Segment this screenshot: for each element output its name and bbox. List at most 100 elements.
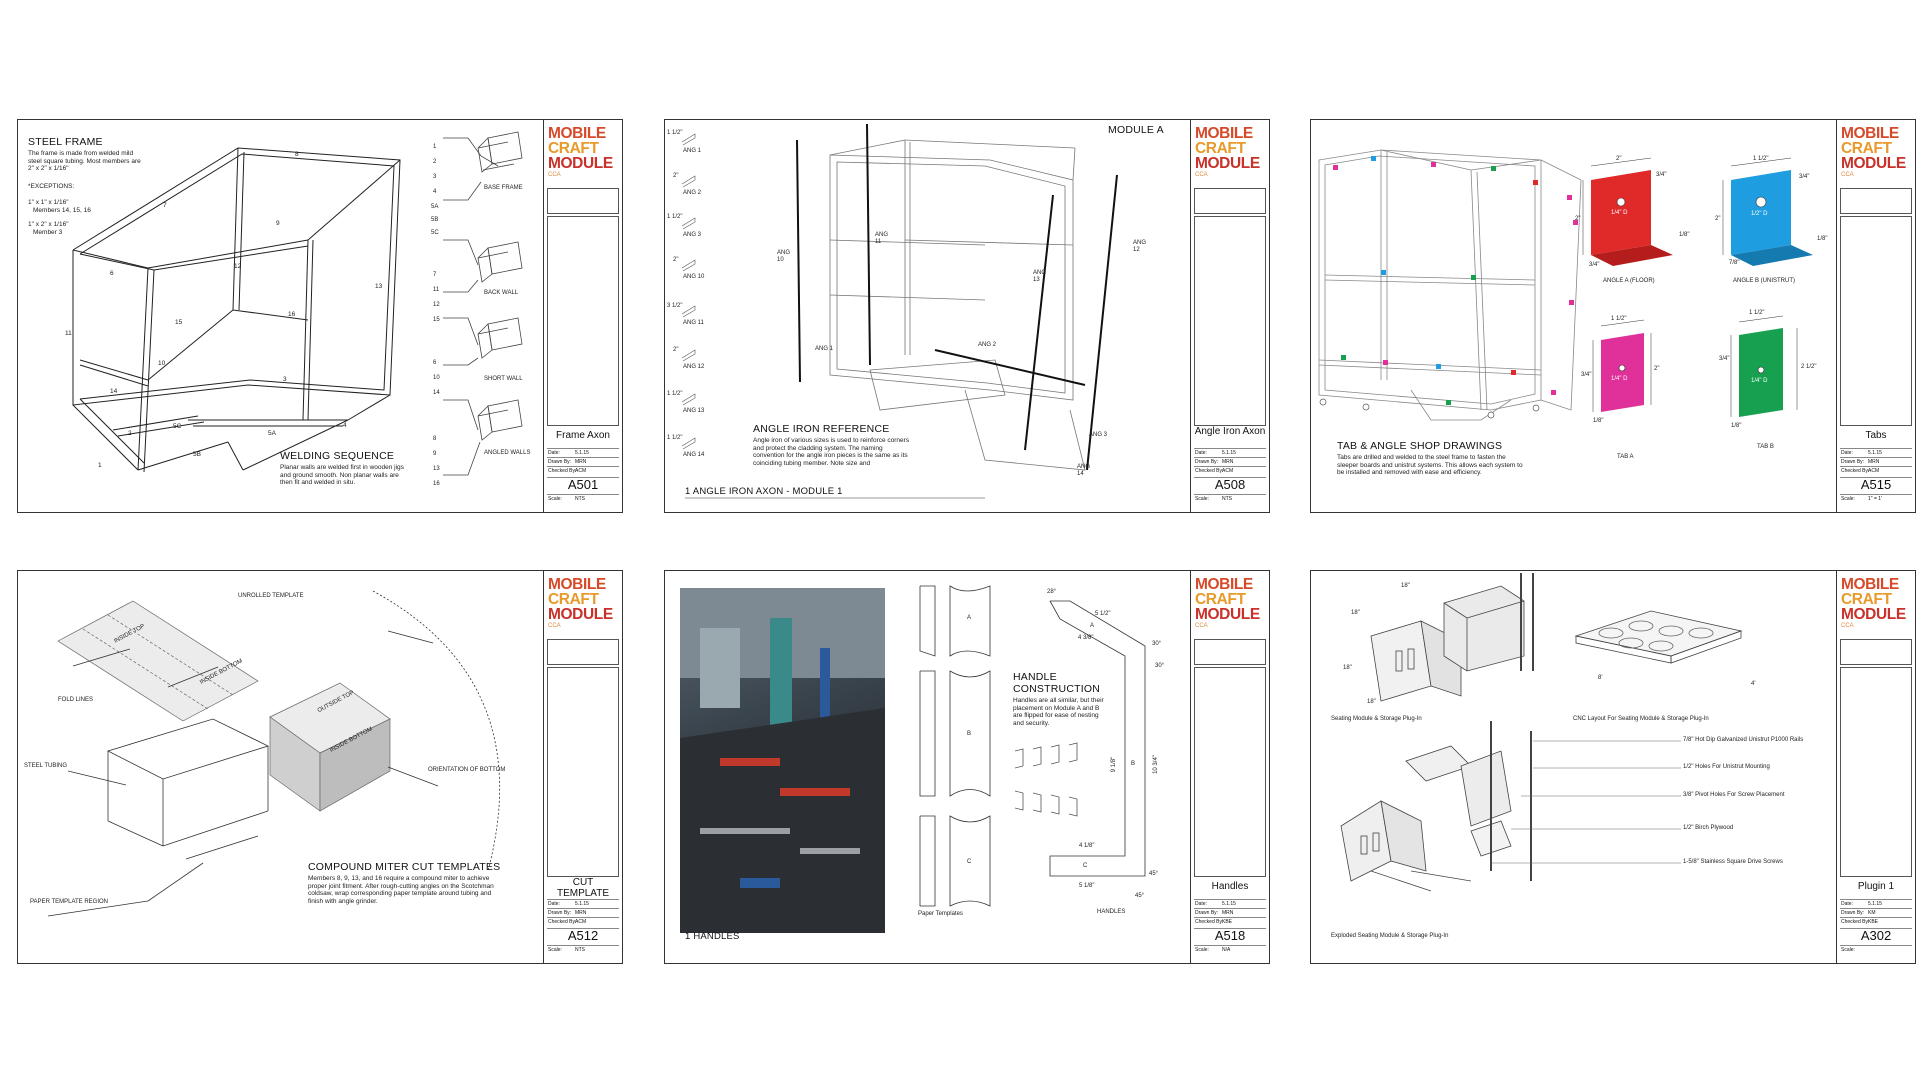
dim-label: 1/8" (1731, 423, 1742, 429)
dim-label: 4' (1751, 681, 1756, 687)
orientation-label: ORIENTATION OF BOTTOM (428, 767, 506, 773)
member-label: 9 (276, 220, 280, 227)
template-letter: C (967, 859, 972, 865)
ang-callout: ANG 1 (815, 346, 834, 352)
sheet-number: A512 (547, 928, 619, 943)
ang-size: 2" (673, 257, 679, 263)
date-row: Date:5.1.15 (1840, 448, 1912, 458)
dim-label: 1 1/2" (1753, 156, 1769, 162)
sheet-name: Frame Axon (556, 430, 610, 441)
handle-description: Handles are all similar, but their place… (1013, 697, 1104, 727)
ang-callout: ANG 2 (978, 342, 997, 348)
team-box (1194, 667, 1266, 877)
seq-label: BASE FRAME (484, 185, 523, 191)
logo-sub: CCA (548, 623, 561, 629)
sheet-number: A515 (1840, 477, 1912, 492)
hole-label: 1/2" D (1751, 211, 1768, 217)
member-label: 7 (163, 202, 167, 209)
checked-row: Checked By:KBE (1840, 917, 1912, 927)
weld-sequence-thumbnails (443, 131, 523, 476)
part-label: TAB B (1757, 444, 1774, 450)
ang-callout: ANG 12 (1133, 240, 1147, 253)
dim-label: 2" (1575, 216, 1581, 222)
member-label: 1 (98, 462, 102, 469)
sheet-name: Angle Iron Axon (1194, 426, 1266, 437)
welding-sequence-title: WELDING SEQUENCE (280, 450, 395, 462)
sheet-a515: 2" 3/4" 2" 1/8" 3/4" 1 1/2" 3/4" 2" 7/8"… (1310, 119, 1916, 513)
team-box (1194, 216, 1266, 426)
ang-size: 2" (673, 347, 679, 353)
cut-template-title: COMPOUND MITER CUT TEMPLATES (308, 861, 501, 873)
part-label: TAB A (1617, 454, 1634, 460)
seq-number: 15 (433, 317, 440, 323)
handle-dim: 30° (1155, 663, 1165, 669)
team-box (1840, 667, 1912, 877)
scale-row: Scale: (1840, 945, 1912, 955)
date-row: Date:5.1.15 (1194, 448, 1266, 458)
template-letter: B (967, 731, 972, 737)
ang-callout: ANG 11 (875, 232, 889, 245)
sheet-a501: STEEL FRAME The frame is made from welde… (17, 119, 623, 513)
team-box (1840, 216, 1912, 426)
dim-label: 1/8" (1817, 236, 1828, 242)
dim-label: 2" (1654, 366, 1660, 372)
team-box (547, 667, 619, 877)
handle-letter: A (1090, 623, 1095, 629)
exception-1: 1" x 1" x 1/16" (28, 199, 69, 206)
exception-1-members: Members 14, 15, 16 (33, 207, 91, 214)
checked-row: Checked By:ACM (547, 466, 619, 476)
hole-label: 1/4" D (1751, 378, 1768, 384)
cut-template-description: Members 8, 9, 13, and 16 require a compo… (308, 875, 494, 905)
logo-sub: CCA (548, 172, 561, 178)
handle-dim: 9 1/8" (1111, 756, 1118, 773)
dim-label: 18" (1351, 610, 1360, 616)
template-letter: A (967, 615, 972, 621)
info-box (547, 639, 619, 665)
sheet-number: A508 (1194, 477, 1266, 492)
drawing-caption: 1 HANDLES (685, 931, 740, 942)
logo-sub: CCA (1195, 623, 1208, 629)
ang-list-item: ANG 14 (683, 452, 705, 458)
ang-size: 1 1/2" (667, 435, 683, 441)
seq-number: 3 (433, 174, 437, 180)
part-note: 1-5/8" Stainless Square Drive Screws (1683, 859, 1783, 865)
seq-number: 11 (433, 287, 440, 293)
tab-frame-drawing (1318, 149, 1582, 421)
member-label: 12 (234, 263, 242, 270)
dim-label: 18" (1367, 699, 1376, 705)
seq-number: 16 (433, 481, 440, 487)
scale-row: Scale:NTS (547, 494, 619, 504)
seq-number: 13 (433, 466, 440, 472)
ang-list-item: ANG 13 (683, 408, 705, 414)
handle-letter: B (1131, 761, 1136, 767)
part-note: 3/8" Pivot Holes For Screw Placement (1683, 792, 1785, 798)
exceptions-heading: *EXCEPTIONS: (28, 183, 75, 190)
exception-2: 1" x 2" x 1/16" (28, 221, 69, 228)
seq-number: 8 (433, 436, 437, 442)
sheet-name: Tabs (1865, 430, 1887, 441)
sheet-name: CUT TEMPLATE (556, 877, 610, 899)
seq-number: 9 (433, 451, 437, 457)
ang-callout: ANG 3 (1089, 432, 1108, 438)
handle-dim: 4 3/8" (1078, 635, 1094, 641)
dim-label: 2" (1715, 216, 1721, 222)
date-row: Date:5.1.15 (547, 448, 619, 458)
sheet-title: STEEL FRAME (28, 136, 103, 148)
ang-list-item: ANG 11 (683, 320, 704, 326)
member-label: 3 (283, 376, 287, 383)
member-label: 15 (175, 319, 183, 326)
seq-number: 5C (431, 230, 439, 236)
dim-label: 7/8" (1729, 260, 1740, 266)
ang-callout: ANG 13 (1033, 270, 1047, 283)
dim-label: 1 1/2" (1611, 316, 1627, 322)
drawing-area: 2" 3/4" 2" 1/8" 3/4" 1 1/2" 3/4" 2" 7/8"… (1311, 120, 1836, 512)
dim-label: 2 1/2" (1801, 364, 1817, 370)
seq-number: 5A (431, 204, 439, 210)
dim-label: 18" (1343, 665, 1352, 671)
